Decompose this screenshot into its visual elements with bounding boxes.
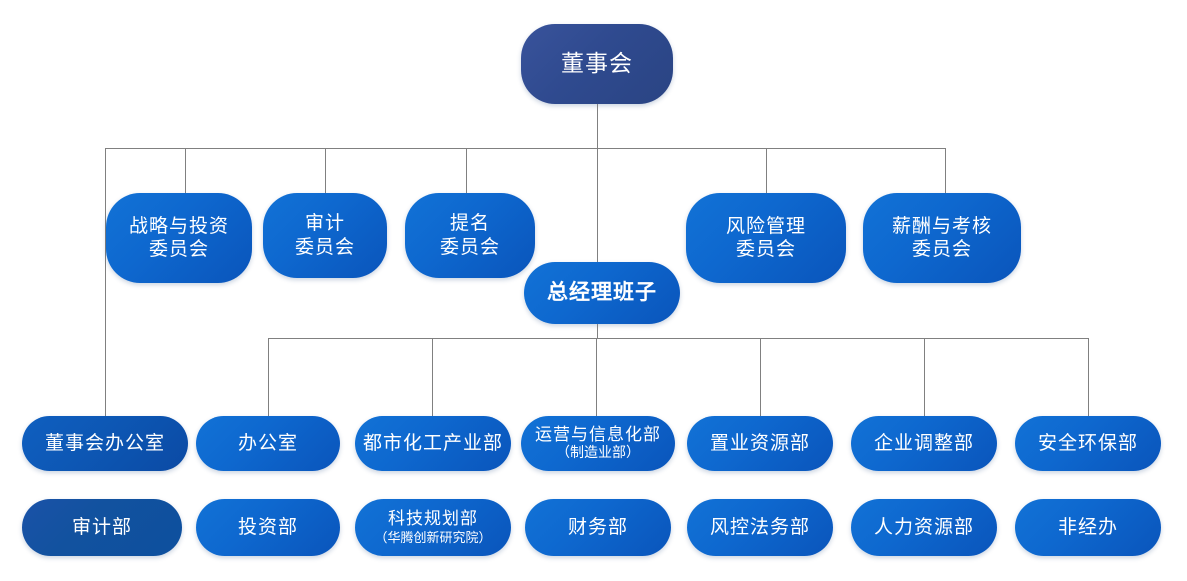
node-dept-office[interactable]: 办公室 <box>196 416 340 471</box>
node-dept-human-resources[interactable]: 人力资源部 <box>851 499 997 556</box>
node-dept-finance[interactable]: 财务部 <box>525 499 671 556</box>
node-label: 企业调整部 <box>873 432 974 454</box>
connector-drop-dept-3 <box>596 338 597 416</box>
connector-gm-stem <box>597 148 598 262</box>
connector-gm-to-dept-bus <box>597 324 598 339</box>
node-label: 风险管理 委员会 <box>725 215 806 260</box>
connector-drop-committee-5 <box>945 148 946 193</box>
node-label: 薪酬与考核 委员会 <box>891 215 992 260</box>
node-dept-enterprise-restructuring[interactable]: 企业调整部 <box>851 416 997 471</box>
node-label: 办公室 <box>237 432 298 454</box>
node-label: 置业资源部 <box>709 432 810 454</box>
connector-board-stem <box>597 104 598 149</box>
node-sublabel: （华腾创新研究院） <box>374 529 492 545</box>
node-label: 风控法务部 <box>709 516 810 538</box>
node-label: 都市化工产业部 <box>362 432 503 454</box>
node-committee-strategy-investment[interactable]: 战略与投资 委员会 <box>106 193 252 283</box>
node-label: 提名 委员会 <box>439 213 500 258</box>
node-dept-urban-chemical-industry[interactable]: 都市化工产业部 <box>355 416 511 471</box>
node-committee-audit[interactable]: 审计 委员会 <box>263 193 387 278</box>
connector-drop-committee-1 <box>185 148 186 193</box>
connector-drop-dept-4 <box>760 338 761 416</box>
connector-drop-dept-2 <box>432 338 433 416</box>
connector-drop-dept-1 <box>268 338 269 416</box>
node-committee-nomination[interactable]: 提名 委员会 <box>405 193 535 278</box>
node-label: 安全环保部 <box>1037 432 1138 454</box>
node-label: 董事会 <box>561 50 633 76</box>
node-label: 科技规划部 <box>388 509 478 529</box>
node-label: 人力资源部 <box>873 516 974 538</box>
node-dept-operations-informatization[interactable]: 运营与信息化部 （制造业部） <box>521 416 675 471</box>
node-general-manager-team[interactable]: 总经理班子 <box>524 262 680 324</box>
connector-drop-committee-2 <box>325 148 326 193</box>
connector-drop-committee-4 <box>766 148 767 193</box>
node-label: 审计 委员会 <box>294 213 355 258</box>
node-dept-technology-planning[interactable]: 科技规划部 （华腾创新研究院） <box>355 499 511 556</box>
node-dept-non-operating-office[interactable]: 非经办 <box>1015 499 1161 556</box>
node-label: 财务部 <box>567 516 628 538</box>
node-label: 战略与投资 委员会 <box>128 215 229 260</box>
node-label: 总经理班子 <box>547 280 657 305</box>
node-sublabel: （制造业部） <box>556 446 640 462</box>
connector-department-bus <box>268 338 1089 339</box>
connector-drop-dept-5 <box>924 338 925 416</box>
connector-committee-bus <box>105 148 946 149</box>
node-dept-board-office[interactable]: 董事会办公室 <box>22 416 188 471</box>
node-label: 董事会办公室 <box>44 432 165 454</box>
node-label: 投资部 <box>237 516 298 538</box>
node-label: 非经办 <box>1057 516 1118 538</box>
node-dept-property-resources[interactable]: 置业资源部 <box>687 416 833 471</box>
node-label: 运营与信息化部 <box>535 424 661 444</box>
node-dept-investment[interactable]: 投资部 <box>196 499 340 556</box>
connector-drop-committee-3 <box>466 148 467 193</box>
node-committee-risk-management[interactable]: 风险管理 委员会 <box>686 193 846 283</box>
connector-board-office-spine <box>105 148 106 416</box>
node-dept-risk-control-legal[interactable]: 风控法务部 <box>687 499 833 556</box>
node-label: 审计部 <box>71 516 132 538</box>
node-board-of-directors[interactable]: 董事会 <box>521 24 673 104</box>
node-dept-safety-environmental[interactable]: 安全环保部 <box>1015 416 1161 471</box>
connector-drop-dept-6 <box>1088 338 1089 416</box>
node-committee-compensation-assessment[interactable]: 薪酬与考核 委员会 <box>863 193 1021 283</box>
node-dept-audit[interactable]: 审计部 <box>22 499 182 556</box>
